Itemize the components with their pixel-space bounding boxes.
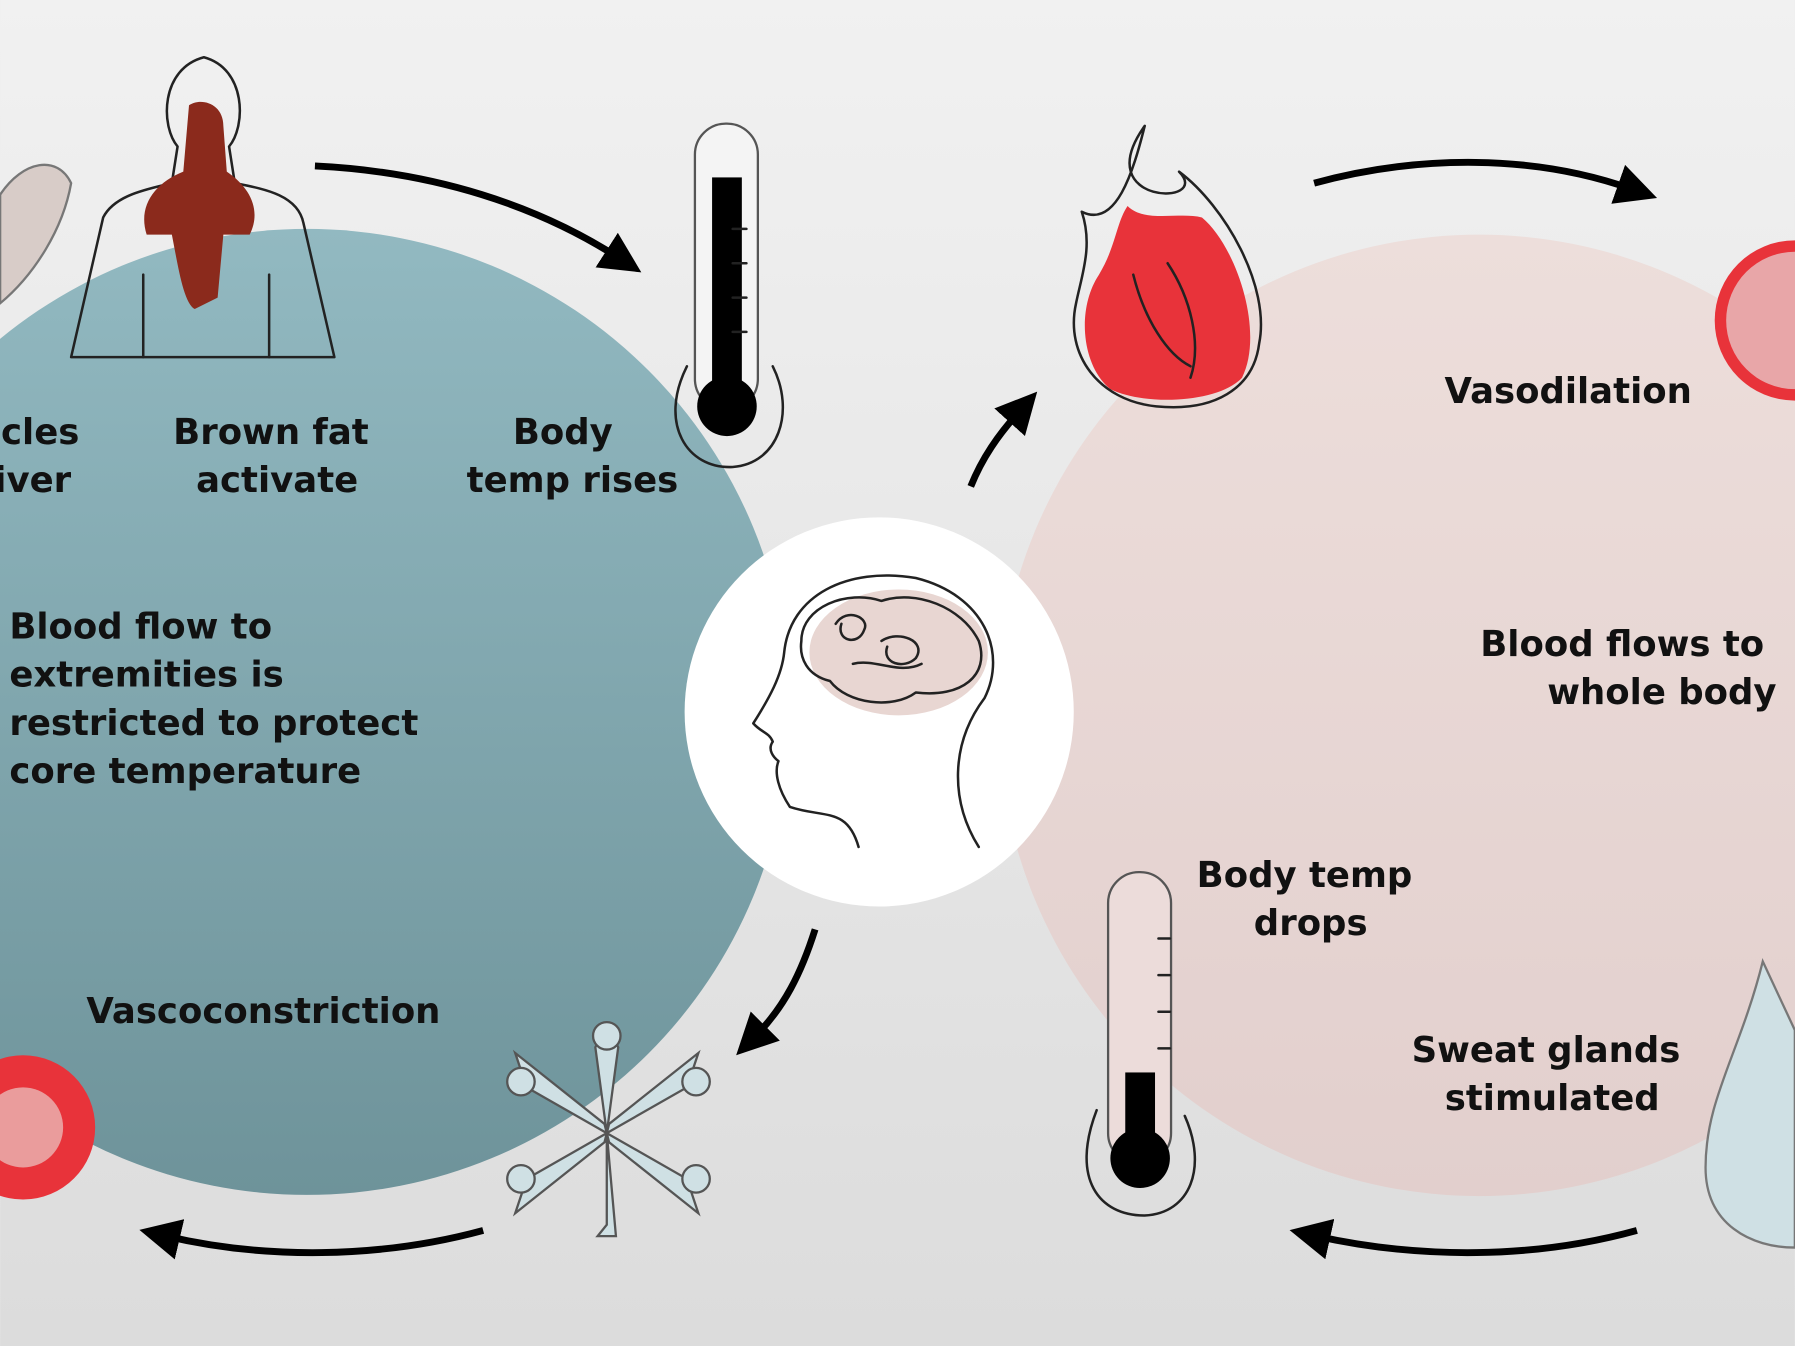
vasoconstriction-label: Vascoconstriction	[86, 991, 440, 1032]
arrow-to-temp-rises	[314, 162, 642, 273]
arrow-to-vasodilation	[1313, 158, 1658, 204]
arrow-to-flame	[967, 391, 1038, 488]
flame-icon	[1072, 124, 1263, 409]
muscle-icon	[0, 163, 73, 305]
sweat-glands-label: Sweat glands stimulated	[1412, 1030, 1693, 1119]
muscles-shiver-label: scles iver	[0, 412, 92, 501]
thermometer-high-icon	[674, 122, 785, 469]
arrow-to-snowflake	[736, 928, 819, 1056]
temp-rises-label: Body temp rises	[467, 412, 679, 501]
arrow-to-temp-drops	[1289, 1218, 1638, 1260]
snowflake-icon	[506, 1020, 711, 1238]
vasodilation-label: Vasodilation	[1445, 371, 1692, 412]
arrow-to-vasoconstriction	[139, 1219, 485, 1260]
heat-response-circle	[998, 234, 1795, 1196]
blood-flows-label: Blood flows to whole body	[1480, 624, 1776, 713]
blood-flow-restricted-label: Blood flow to extremities is restricted …	[9, 607, 430, 792]
body-brown-fat-icon	[69, 55, 336, 359]
thermometer-low-icon	[1085, 871, 1197, 1217]
temp-drops-label: Body temp drops	[1197, 855, 1425, 944]
dilated-blood-vessel-icon	[1714, 240, 1795, 401]
brown-fat-label: Brown fat activate	[173, 412, 381, 501]
constricted-blood-vessel-icon	[0, 1055, 96, 1200]
cold-response-circle	[0, 229, 790, 1195]
head-brain-icon	[752, 574, 995, 849]
sweat-drop-icon	[1704, 958, 1795, 1249]
